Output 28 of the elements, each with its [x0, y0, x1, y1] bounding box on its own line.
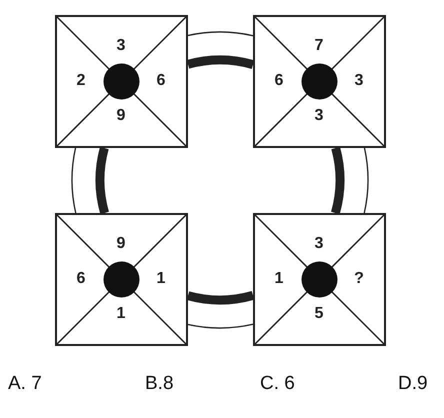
ring-band	[187, 56, 254, 70]
ring-line	[71, 148, 76, 214]
ring-line	[364, 148, 369, 214]
quadrant-number: 6	[76, 270, 86, 288]
ring-band	[96, 147, 110, 214]
answer-option: D.9	[398, 373, 428, 395]
quadrant-number: ?	[353, 270, 365, 288]
quadrant-number: 2	[76, 72, 86, 90]
answer-option: C. 6	[260, 373, 295, 395]
quadrant-number: 1	[274, 270, 284, 288]
quadrant-number: 3	[314, 235, 324, 253]
ring-band	[187, 290, 254, 304]
quadrant-number: 6	[156, 72, 166, 90]
answer-option: B.8	[145, 373, 174, 395]
quadrant-number: 3	[116, 37, 126, 55]
quadrant-number: 9	[116, 107, 126, 125]
answer-option: A. 7	[8, 373, 42, 395]
quadrant-number: 5	[314, 305, 324, 323]
quadrant-number: 7	[314, 37, 324, 55]
quadrant-number: 3	[314, 107, 324, 125]
ring-line	[188, 324, 254, 329]
quadrant-number: 6	[274, 72, 284, 90]
quadrant-number: 9	[116, 235, 126, 253]
ring-line	[188, 31, 254, 36]
quadrant-number: 1	[116, 305, 126, 323]
quadrant-number: 3	[354, 72, 364, 90]
quadrant-number: 1	[156, 270, 166, 288]
ring-band	[330, 147, 344, 214]
